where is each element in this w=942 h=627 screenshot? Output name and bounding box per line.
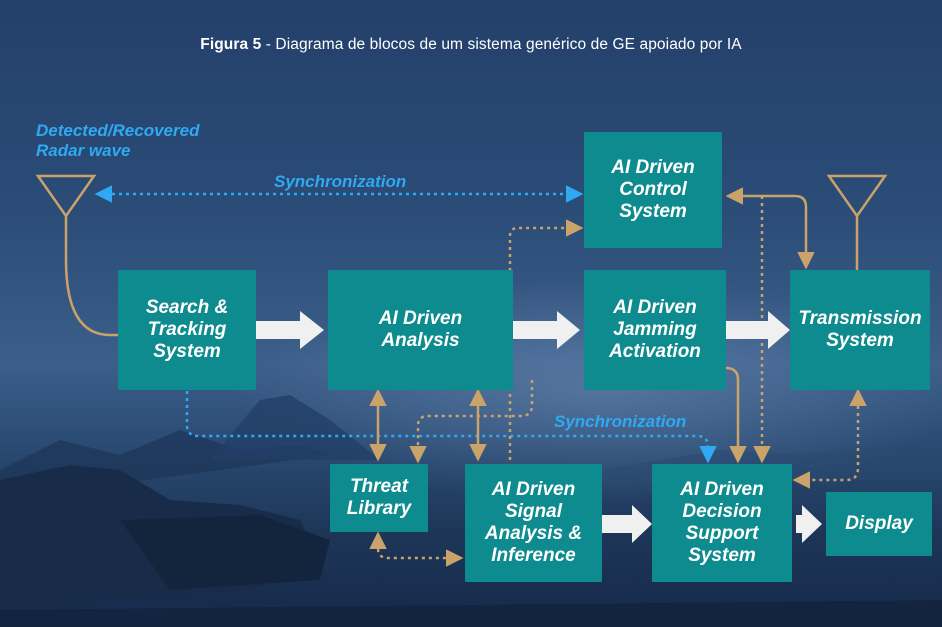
decision-support-block: AI Driven Decision Support System bbox=[652, 464, 792, 582]
arrow-analysis-jamming bbox=[513, 311, 580, 349]
ai-control-block: AI Driven Control System bbox=[584, 132, 722, 248]
analysis-control-link bbox=[508, 219, 584, 460]
arrow-decision-display bbox=[796, 505, 822, 543]
signal-analysis-block: AI Driven Signal Analysis & Inference bbox=[465, 464, 602, 582]
search-tracking-block: Search & Tracking System bbox=[118, 270, 256, 390]
threat-library-block: Threat Library bbox=[330, 464, 428, 532]
caption-prefix: Figura 5 bbox=[200, 36, 262, 53]
figure-caption: Figura 5 - Diagrama de blocos de um sist… bbox=[0, 36, 942, 54]
control-transmission-link bbox=[725, 187, 815, 270]
flow-arrows bbox=[256, 311, 822, 543]
transmission-block: Transmission System bbox=[790, 270, 930, 390]
transmission-decision-link bbox=[792, 388, 867, 489]
ai-jamming-block: AI Driven Jamming Activation bbox=[584, 270, 726, 390]
sync-top-label: Synchronization bbox=[274, 172, 407, 191]
caption-text: - Diagrama de blocos de um sistema genér… bbox=[261, 36, 742, 53]
ai-analysis-block: AI Driven Analysis bbox=[328, 270, 513, 390]
sync-bottom-label: Synchronization bbox=[554, 412, 687, 431]
arrow-jamming-transmission bbox=[726, 311, 790, 349]
threat-signal-link bbox=[369, 531, 464, 567]
arrow-search-analysis bbox=[256, 311, 324, 349]
display-block: Display bbox=[826, 492, 932, 556]
arrow-signal-decision bbox=[602, 505, 652, 543]
antenna-transmit-icon bbox=[826, 174, 888, 270]
jamming-threat-link bbox=[409, 380, 534, 464]
jamming-decision-link bbox=[725, 366, 747, 464]
sync-line-bottom bbox=[185, 391, 717, 464]
detected-radar-label: Detected/Recovered Radar wave bbox=[36, 121, 200, 160]
antenna-receive-icon bbox=[35, 174, 118, 337]
